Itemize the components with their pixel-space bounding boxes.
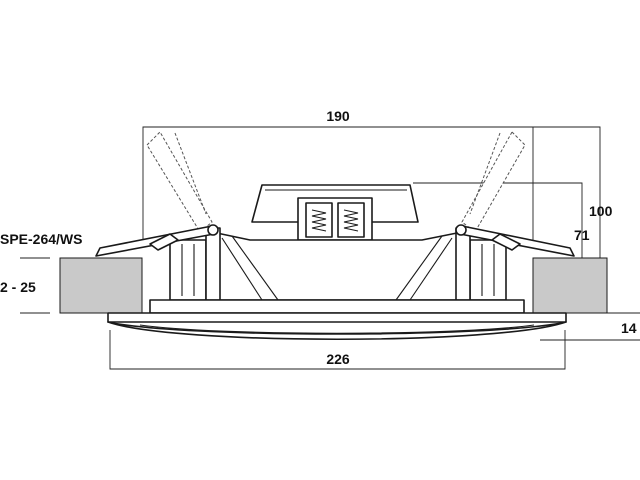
cone-left-2: [231, 235, 279, 301]
cone-right: [409, 237, 453, 301]
dim-label-226: 226: [326, 351, 350, 367]
clamp-arm-ghost-left: [146, 131, 213, 233]
grille-dome-line: [139, 324, 535, 334]
model-label: SPE-264/WS: [0, 231, 82, 247]
speaker-basket: [205, 231, 471, 301]
clamp-arm-right: [455, 224, 575, 257]
dim-label-14: 14: [621, 320, 637, 336]
cone-right-2: [395, 235, 443, 301]
spring-left: [311, 209, 327, 232]
speaker-body: [149, 184, 525, 314]
cone-left: [221, 237, 263, 301]
post-left: [205, 227, 221, 301]
side-bracket-right: [469, 239, 507, 301]
grille-dome: [107, 321, 567, 341]
dim-label-190: 190: [326, 108, 350, 124]
ceiling-panel-right: [532, 257, 608, 314]
ceiling-panel-left: [59, 257, 143, 314]
spring-right: [343, 209, 359, 232]
dim-label-100: 100: [589, 203, 613, 219]
grille: [107, 312, 567, 341]
clamp-arm-left: [95, 224, 219, 257]
dim-grille-width-line: [109, 330, 566, 370]
dim-top-width-frame: [142, 126, 534, 240]
side-bracket-left: [169, 239, 207, 301]
dim-label-71: 71: [574, 227, 590, 243]
grille-rim: [107, 312, 567, 323]
post-right: [455, 227, 471, 301]
dim-label-2-25: 2 - 25: [0, 279, 36, 295]
baffle-plate: [149, 299, 525, 314]
clamp-arm-ghost-right: [461, 131, 526, 233]
